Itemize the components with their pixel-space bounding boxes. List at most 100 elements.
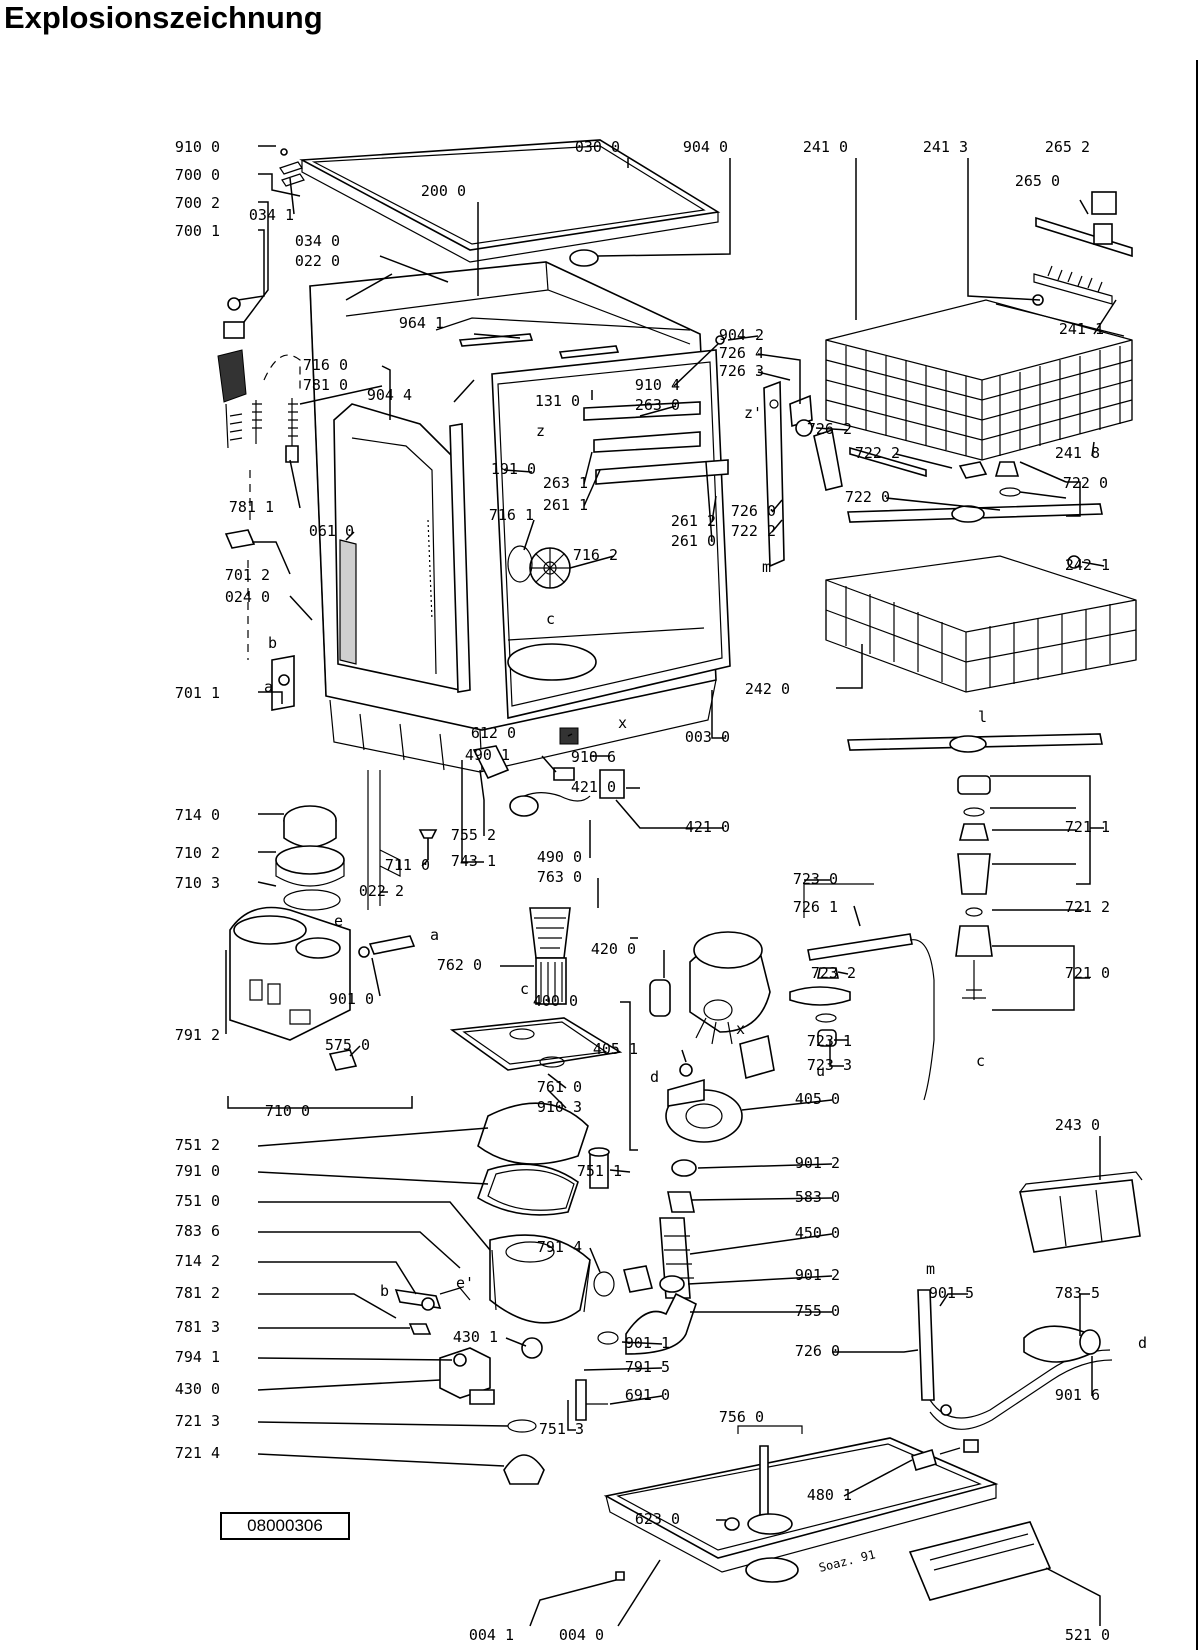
base-plate <box>603 1437 999 1559</box>
part-label: 791 4 <box>537 1238 582 1256</box>
part-label: 761 0 <box>537 1078 582 1096</box>
part-label: 700 1 <box>175 222 220 240</box>
part-label: 721 2 <box>1065 898 1110 916</box>
part-label: 061 0 <box>309 522 354 540</box>
part-label: 901 2 <box>795 1266 840 1284</box>
part-label: 722 0 <box>1063 474 1108 492</box>
part-label: 421 0 <box>685 818 730 836</box>
part-label: 003 0 <box>685 728 730 746</box>
part-label: 241 1 <box>1059 320 1104 338</box>
part-label: 722 0 <box>845 488 890 506</box>
connection-letter: a <box>430 926 439 944</box>
part-label: 430 1 <box>453 1328 498 1346</box>
connection-letter: c <box>976 1052 985 1070</box>
part-label: 450 0 <box>795 1224 840 1242</box>
filter-plate <box>449 1017 623 1071</box>
lower-basket <box>825 555 1137 693</box>
part-label: 910 4 <box>635 376 680 394</box>
part-label: 723 3 <box>807 1056 852 1074</box>
connection-letter: m <box>926 1260 935 1278</box>
connection-letter: z' <box>744 404 762 422</box>
part-label: 490 1 <box>465 746 510 764</box>
part-label: 781 3 <box>175 1318 220 1336</box>
connection-letter: c <box>546 610 555 628</box>
part-label: 904 2 <box>719 326 764 344</box>
connection-letter: x <box>736 1020 745 1038</box>
connection-letter: u <box>816 1062 825 1080</box>
part-label: 910 3 <box>537 1098 582 1116</box>
part-label: 716 0 <box>303 356 348 374</box>
part-label: 004 1 <box>469 1626 514 1644</box>
part-label: 794 1 <box>175 1348 220 1366</box>
connection-letter: a <box>264 678 273 696</box>
part-label: 430 0 <box>175 1380 220 1398</box>
part-label: 904 0 <box>683 138 728 156</box>
part-label: 701 1 <box>175 684 220 702</box>
part-label: 700 0 <box>175 166 220 184</box>
upper-basket <box>825 299 1133 461</box>
connection-letter: e' <box>456 1274 474 1292</box>
frame-border <box>1196 60 1198 1650</box>
part-label: 242 0 <box>745 680 790 698</box>
part-label: 722 2 <box>731 522 776 540</box>
part-label: 710 2 <box>175 844 220 862</box>
connection-letter: d <box>1138 1334 1147 1352</box>
part-label: 710 0 <box>265 1102 310 1120</box>
part-label: 261 0 <box>671 532 716 550</box>
part-label: 762 0 <box>437 956 482 974</box>
part-label: 910 6 <box>571 748 616 766</box>
part-label: 723 0 <box>793 870 838 888</box>
part-label: 241 0 <box>803 138 848 156</box>
part-label: 420 0 <box>591 940 636 958</box>
part-label: 901 0 <box>329 990 374 1008</box>
part-label: 964 1 <box>399 314 444 332</box>
part-label: 721 3 <box>175 1412 220 1430</box>
part-label: 743 1 <box>451 852 496 870</box>
part-label: 791 0 <box>175 1162 220 1180</box>
connection-letter: z <box>536 422 545 440</box>
signature-mark: Soaz. 91 <box>817 1547 876 1575</box>
part-label: 265 0 <box>1015 172 1060 190</box>
part-label: 714 2 <box>175 1252 220 1270</box>
leader-lines <box>225 145 1117 1627</box>
part-label: 755 0 <box>795 1302 840 1320</box>
part-label: 034 0 <box>295 232 340 250</box>
part-label: 721 4 <box>175 1444 220 1462</box>
connection-letter: l <box>978 708 987 726</box>
part-label: 791 2 <box>175 1026 220 1044</box>
part-label: 711 0 <box>385 856 430 874</box>
part-label: 241 3 <box>923 138 968 156</box>
part-label: 583 0 <box>795 1188 840 1206</box>
part-label: 691 0 <box>625 1386 670 1404</box>
page-title: Explosionszeichnung <box>4 0 323 35</box>
part-label: 261 1 <box>543 496 588 514</box>
part-label: 263 1 <box>543 474 588 492</box>
part-label: 910 0 <box>175 138 220 156</box>
part-label: 623 0 <box>635 1510 680 1528</box>
part-label: 721 1 <box>1065 818 1110 836</box>
part-label: 024 0 <box>225 588 270 606</box>
connection-letter: m <box>762 558 771 576</box>
part-label: 261 2 <box>671 512 716 530</box>
part-label: 751 2 <box>175 1136 220 1154</box>
part-label: 726 0 <box>795 1342 840 1360</box>
connection-letter: b <box>268 634 277 652</box>
part-label: 716 2 <box>573 546 618 564</box>
part-label: 022 2 <box>359 882 404 900</box>
part-label: 242 1 <box>1065 556 1110 574</box>
part-label: 726 4 <box>719 344 764 362</box>
part-label: 756 0 <box>719 1408 764 1426</box>
part-label: 751 3 <box>539 1420 584 1438</box>
part-label: 701 2 <box>225 566 270 584</box>
worktop-lid <box>299 139 721 251</box>
part-label: 901 6 <box>1055 1386 1100 1404</box>
part-label: 722 2 <box>855 444 900 462</box>
part-label: 265 2 <box>1045 138 1090 156</box>
part-label: 901 2 <box>795 1154 840 1172</box>
connection-letter: b <box>380 1282 389 1300</box>
part-label: 723 1 <box>807 1032 852 1050</box>
part-label: 022 0 <box>295 252 340 270</box>
part-label: 241 8 <box>1055 444 1100 462</box>
part-label: 131 0 <box>535 392 580 410</box>
